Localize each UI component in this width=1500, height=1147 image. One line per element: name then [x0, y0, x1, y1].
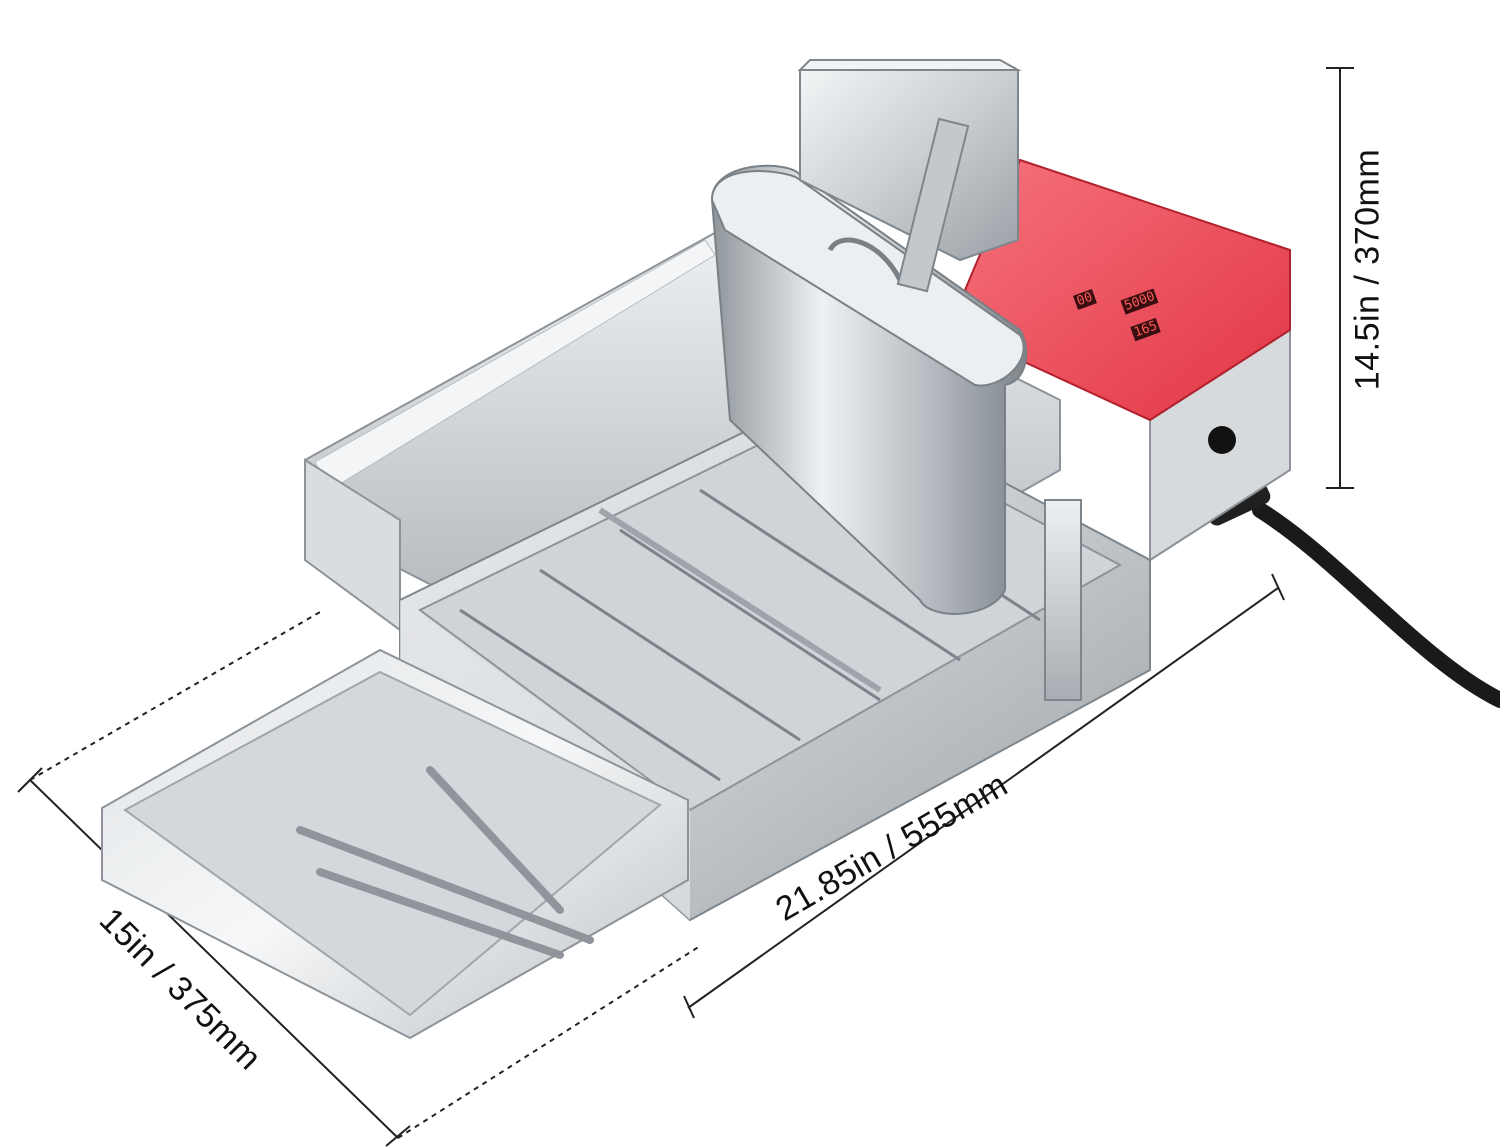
- release-lever[interactable]: [1044, 499, 1082, 701]
- plunger-arm: [896, 117, 970, 293]
- tongs-icon[interactable]: [296, 766, 594, 959]
- motor-box: [797, 59, 1022, 293]
- batter-hopper: [710, 164, 1028, 615]
- control-box: [963, 158, 1291, 562]
- temperature-knob[interactable]: [1208, 426, 1236, 454]
- height-label: 14.5in / 370mm: [1348, 148, 1387, 391]
- hopper-handle-icon[interactable]: [827, 237, 903, 282]
- drain-tray: [101, 648, 689, 1040]
- height-dimension-line: [1326, 67, 1354, 489]
- width-dimension-line: [17, 611, 701, 1147]
- length-dimension-line: [683, 573, 1285, 1019]
- control-panel: [963, 158, 1291, 422]
- power-cord: [1252, 502, 1500, 708]
